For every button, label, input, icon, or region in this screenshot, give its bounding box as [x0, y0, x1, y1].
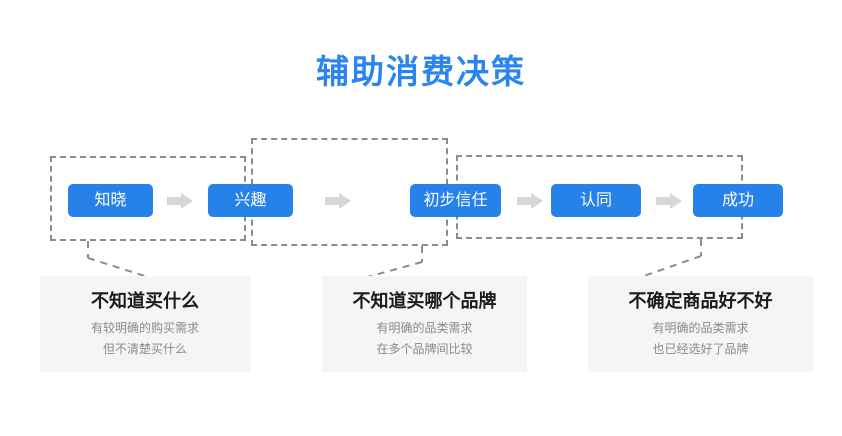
arrow-tail: [656, 197, 671, 205]
card-line: 有明确的品类需求: [652, 321, 749, 335]
arrow-tail: [517, 197, 532, 205]
card-title: 不确定商品好不好: [628, 291, 773, 311]
stage-pill-initial-trust[interactable]: 初步信任: [410, 184, 501, 217]
card-lines: 有较明确的购买需求 但不清楚买什么: [40, 318, 250, 360]
card-title: 不知道买什么: [91, 291, 199, 311]
description-card: 不知道买什么 有较明确的购买需求 但不清楚买什么: [40, 276, 250, 372]
connector-3-diagonal: [640, 255, 702, 278]
stage-pill-recognition[interactable]: 认同: [551, 184, 641, 217]
arrow-head: [670, 193, 682, 209]
arrow-right-icon: [325, 193, 351, 209]
card-line: 有较明确的购买需求: [90, 321, 199, 335]
description-card: 不知道买哪个品牌 有明确的品类需求 在多个品牌间比较: [322, 276, 527, 372]
page-title: 辅助消费决策: [316, 53, 526, 90]
card-line: 但不清楚买什么: [102, 342, 187, 356]
stage-pill-interest[interactable]: 兴趣: [208, 184, 293, 217]
card-line: 在多个品牌间比较: [376, 342, 473, 356]
arrow-right-icon: [167, 193, 193, 209]
card-line: 有明确的品类需求: [376, 321, 473, 335]
card-title: 不知道买哪个品牌: [352, 291, 497, 311]
stage-pill-success[interactable]: 成功: [693, 184, 783, 217]
arrow-head: [181, 193, 193, 209]
arrow-right-icon: [656, 193, 682, 209]
description-card: 不确定商品好不好 有明确的品类需求 也已经选好了品牌: [588, 276, 813, 372]
connector-1-diagonal: [87, 257, 149, 278]
stage-pill-awareness[interactable]: 知晓: [68, 184, 153, 217]
arrow-tail: [167, 197, 182, 205]
arrow-head: [339, 193, 351, 209]
card-lines: 有明确的品类需求 也已经选好了品牌: [588, 318, 813, 360]
arrow-tail: [325, 197, 340, 205]
card-line: 也已经选好了品牌: [652, 342, 749, 356]
card-lines: 有明确的品类需求 在多个品牌间比较: [322, 318, 527, 360]
arrow-right-icon: [517, 193, 543, 209]
arrow-head: [531, 193, 543, 209]
